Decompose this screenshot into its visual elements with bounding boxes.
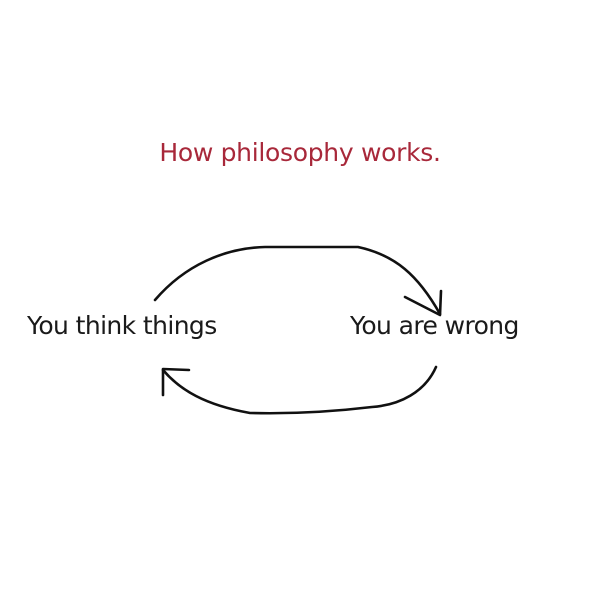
bottom-arrowhead-icon — [161, 367, 191, 397]
top-arrow-curve — [153, 245, 442, 316]
top-arrowhead-icon — [403, 289, 443, 317]
node-you-are-wrong: You are wrong — [350, 311, 519, 340]
node-you-think-things: You think things — [27, 311, 217, 340]
diagram-title: How philosophy works. — [159, 138, 441, 167]
bottom-arrow-curve — [161, 365, 438, 415]
